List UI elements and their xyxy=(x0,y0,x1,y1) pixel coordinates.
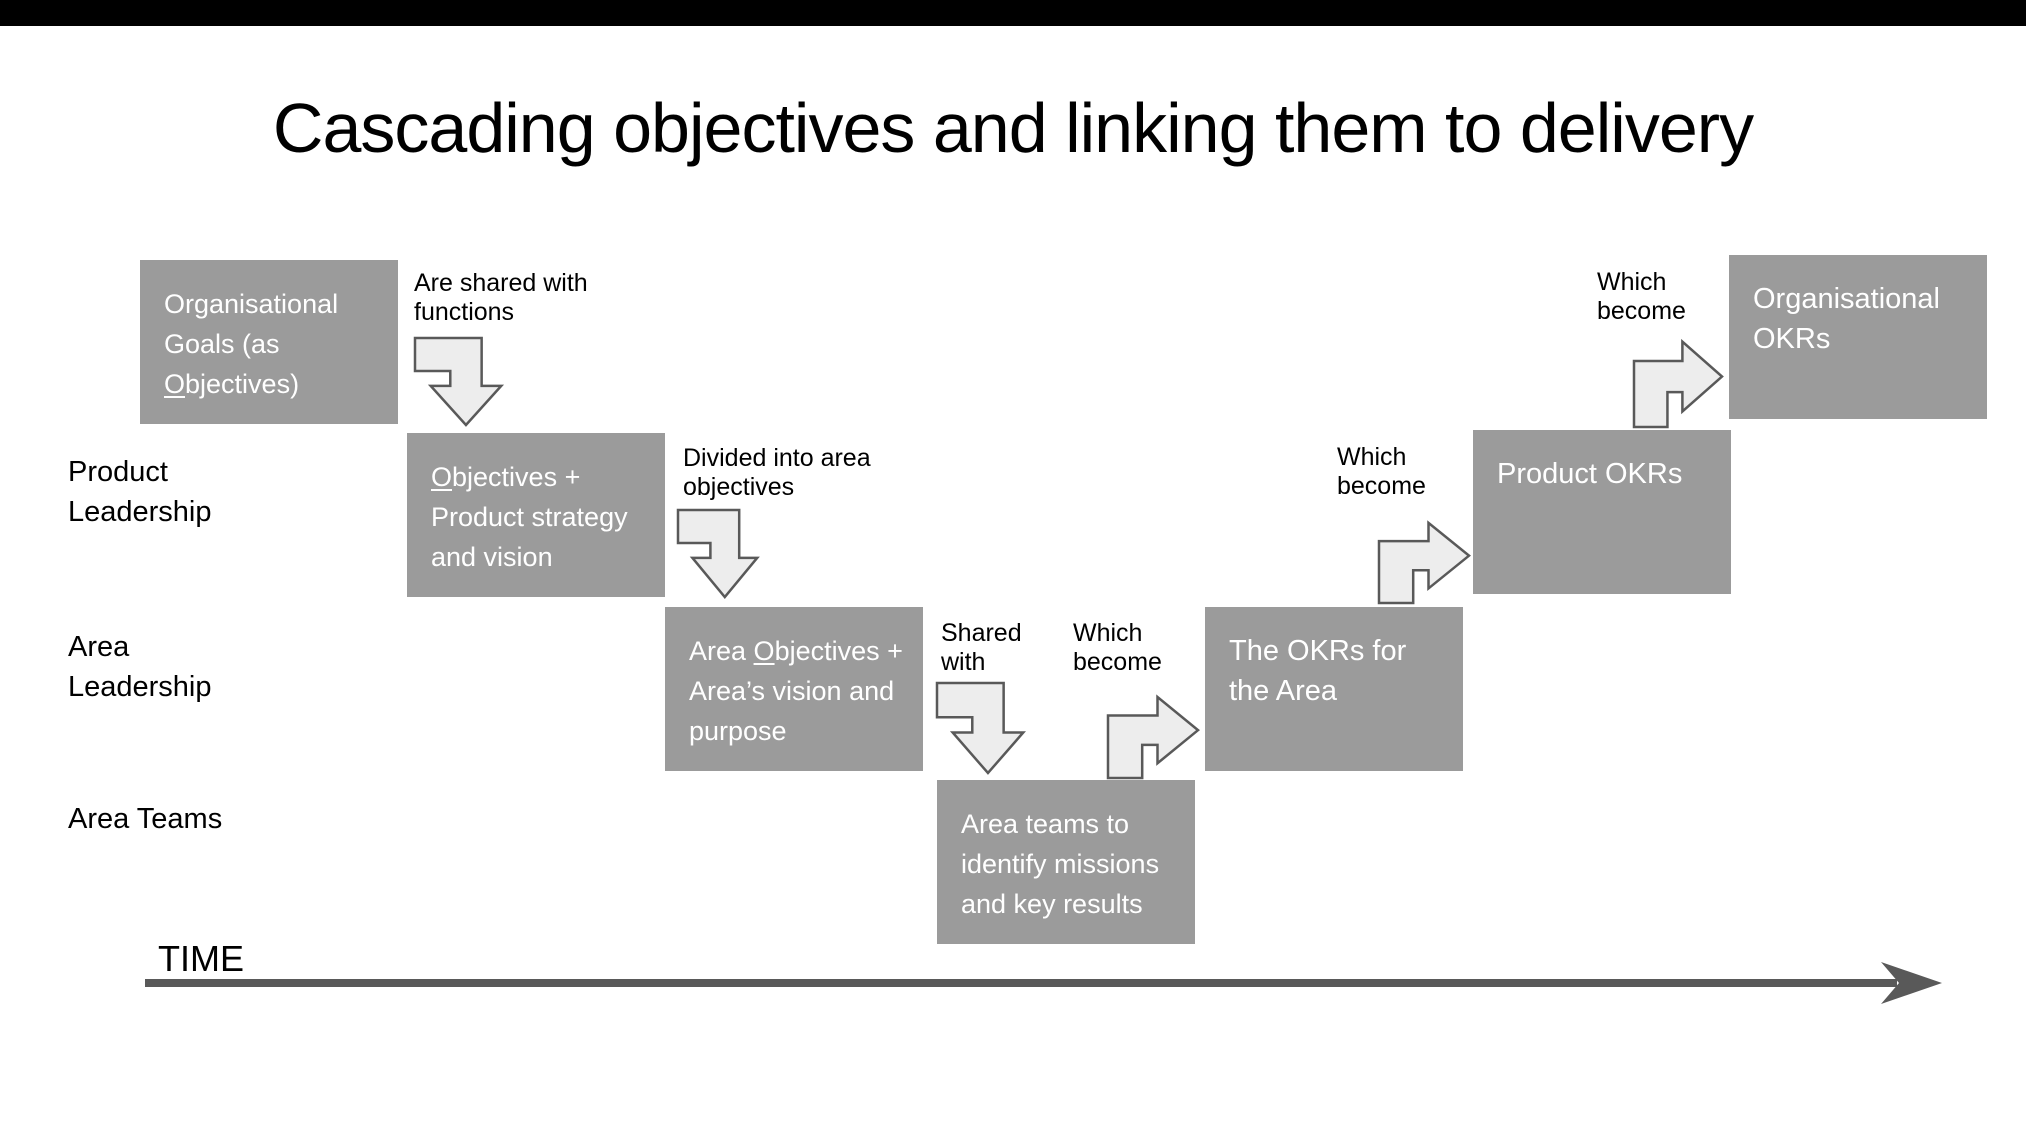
annotation-which-become-1: Which become xyxy=(1073,619,1162,676)
box-text-underlined: O xyxy=(431,462,453,492)
bent-arrow-down-icon xyxy=(415,338,513,425)
box-objectives-product-strategy: Objectives + Product strategy and vision xyxy=(407,433,665,597)
annotation-which-become-3: Which become xyxy=(1597,268,1686,325)
annotation-divided-into-area-objectives: Divided into area objectives xyxy=(683,444,871,501)
row-label-area-teams: Area Teams xyxy=(68,803,223,835)
box-text: Area teams to identify missions and key … xyxy=(961,809,1160,919)
bent-arrow-up-right-icon xyxy=(1379,512,1469,603)
annotation-which-become-2: Which become xyxy=(1337,443,1426,500)
box-area-objectives: Area Objectives + Area’s vision and purp… xyxy=(665,607,923,771)
page-title: Cascading objectives and linking them to… xyxy=(272,89,1754,167)
box-text: Area xyxy=(689,636,754,666)
box-text: Organisational Goals (as xyxy=(164,289,339,359)
box-text: bjectives + Area’s vision and purpose xyxy=(689,636,903,746)
box-okrs-for-area: The OKRs for the Area xyxy=(1205,607,1463,771)
bent-arrow-up-right-icon xyxy=(1108,686,1198,778)
box-text: Organisational OKRs xyxy=(1753,283,1940,355)
box-text: Product OKRs xyxy=(1497,458,1683,490)
box-product-okrs: Product OKRs xyxy=(1473,430,1731,594)
box-text: bjectives) xyxy=(185,369,300,399)
time-axis-label: TIME xyxy=(158,938,244,979)
bent-arrow-down-icon xyxy=(937,683,1035,773)
top-letterbox-bar xyxy=(0,0,2026,26)
row-label-product-leadership: Product Leadership xyxy=(68,456,212,528)
bent-arrow-up-right-icon xyxy=(1634,330,1722,427)
bent-arrow-down-icon xyxy=(678,510,768,597)
box-text-underlined: O xyxy=(753,636,775,666)
box-organisational-okrs: Organisational OKRs xyxy=(1729,255,1987,419)
timeline-arrow-icon xyxy=(145,962,1942,1004)
annotation-shared-with: Shared with xyxy=(941,619,1022,676)
box-organisational-goals: Organisational Goals (as Objectives) xyxy=(140,260,398,424)
box-text: bjectives + Product strategy and vision xyxy=(431,462,628,572)
box-text-underlined: O xyxy=(164,369,186,399)
annotation-are-shared-with-functions: Are shared with functions xyxy=(414,269,588,326)
box-area-teams-missions: Area teams to identify missions and key … xyxy=(937,780,1195,944)
box-text: The OKRs for the Area xyxy=(1229,635,1407,707)
row-label-area-leadership: Area Leadership xyxy=(68,631,212,703)
